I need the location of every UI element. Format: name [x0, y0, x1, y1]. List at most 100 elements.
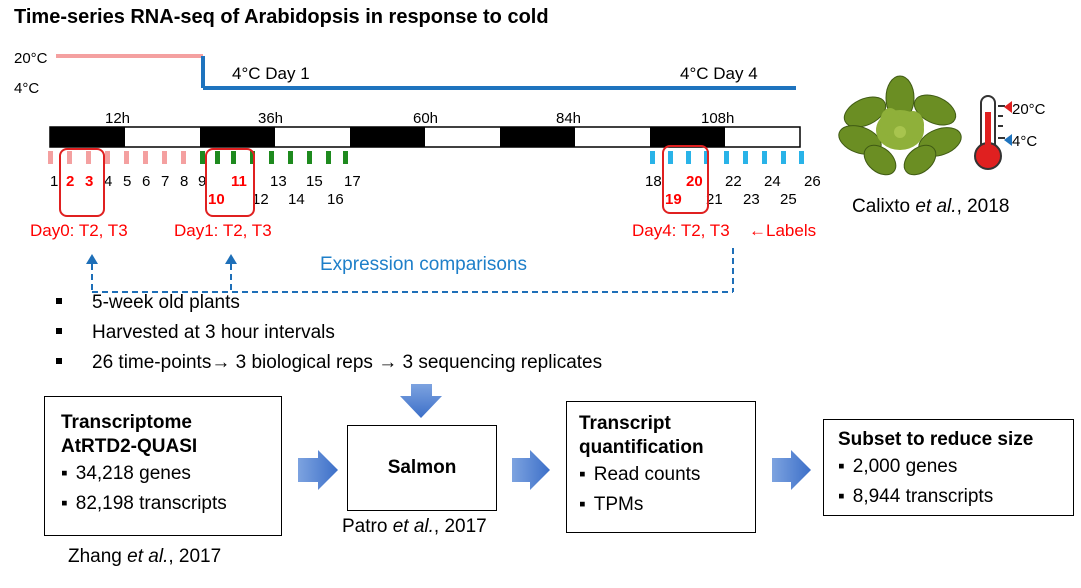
light-dark-bar	[49, 126, 801, 148]
subset-box: Subset to reduce size 2,000 genes 8,944 …	[823, 419, 1074, 516]
light-period	[575, 127, 650, 147]
bullet-item: 5-week old plants	[56, 292, 240, 314]
timepoint-number: 12	[252, 191, 269, 208]
arrow-up-icon	[86, 254, 98, 264]
light-period	[425, 127, 500, 147]
bullet-item: 26 time-points→ 3 biological reps → 3 se…	[56, 352, 602, 374]
transcriptome-subheading: AtRTD2-QUASI	[61, 436, 198, 457]
timepoint-number: 4	[104, 173, 113, 190]
citation-etal: et al.	[127, 546, 169, 567]
timepoint-number: 18	[645, 173, 662, 190]
diagram-title: Time-series RNA-seq of Arabidopsis in re…	[14, 6, 549, 28]
timepoint-number: 7	[161, 173, 170, 190]
transcriptome-transcripts: 82,198 transcripts	[61, 489, 281, 519]
warm-temp-label: 20°C	[14, 50, 48, 67]
dark-period	[350, 127, 425, 147]
quantification-read-counts: Read counts	[579, 460, 755, 490]
timepoint-number-selected: 2	[66, 173, 75, 190]
hour-label: 12h	[105, 110, 131, 127]
timepoint-number: 5	[123, 173, 132, 190]
day1-cold-label: 4°C Day 1	[232, 64, 310, 83]
day0-label: Day0: T2, T3	[30, 221, 128, 240]
salmon-heading: Salmon	[387, 457, 457, 478]
bullet-text: 5-week old plants	[92, 292, 240, 313]
bullet-text: Harvested at 3 hour intervals	[92, 322, 335, 343]
timepoint-number: 15	[306, 173, 323, 190]
timepoint-number: 6	[142, 173, 151, 190]
timepoint-number: 1	[50, 173, 59, 190]
quantification-subheading: quantification	[579, 437, 704, 458]
timepoint-number: 14	[288, 191, 305, 208]
cold-temp-label: 4°C	[14, 80, 40, 97]
quantification-heading: Transcript	[579, 413, 671, 434]
dark-period	[650, 127, 725, 147]
zhang-citation: Zhang et al., 2017	[68, 546, 221, 568]
day1-ticks	[200, 151, 348, 164]
arabidopsis-plant-icon	[838, 75, 962, 176]
timepoint-number: 17	[344, 173, 361, 190]
timepoint-number-selected: 3	[85, 173, 94, 190]
timepoint-number-selected: 19	[665, 191, 682, 208]
arrow-right-icon	[298, 450, 338, 490]
subset-transcripts: 8,944 transcripts	[838, 482, 1073, 512]
day1-label: Day1: T2, T3	[174, 221, 272, 240]
citation-year: , 2017	[433, 516, 487, 537]
transcriptome-heading: Transcriptome	[61, 412, 192, 433]
subset-heading: Subset to reduce size	[838, 429, 1034, 450]
day1-selection-box	[205, 148, 255, 217]
salmon-box: Salmon	[347, 425, 497, 511]
pipeline-arrows	[298, 384, 811, 490]
day0-selection-box	[59, 148, 105, 217]
citation-author: Zhang	[68, 546, 128, 567]
thermometer-low-label: 4°C	[1012, 133, 1038, 150]
quantification-tpms: TPMs	[579, 490, 755, 520]
citation-etal: et al.	[915, 196, 957, 217]
subset-genes: 2,000 genes	[838, 452, 1073, 482]
temperature-profile-lines	[56, 54, 796, 90]
timepoint-number: 22	[725, 173, 742, 190]
transcriptome-box: Transcriptome AtRTD2-QUASI 34,218 genes …	[44, 396, 282, 536]
light-period	[275, 127, 350, 147]
thermometer-icon	[974, 95, 1012, 170]
citation-author: Patro	[342, 516, 393, 537]
low-temp-marker-icon	[1004, 134, 1012, 146]
dark-period	[200, 127, 275, 147]
citation-year: , 2018	[956, 196, 1010, 217]
day4-cold-label: 4°C Day 4	[680, 64, 758, 83]
bullet-text: 26 time-points→ 3 biological reps → 3 se…	[92, 352, 603, 373]
timepoint-number: 25	[780, 191, 797, 208]
hour-label: 108h	[701, 110, 735, 127]
light-period	[125, 127, 200, 147]
thermometer-high-label: 20°C	[1012, 101, 1046, 118]
timepoint-number: 21	[706, 191, 723, 208]
high-temp-marker-icon	[1004, 101, 1012, 113]
timepoint-number: 23	[743, 191, 760, 208]
light-period	[725, 127, 800, 147]
bar-outline	[49, 126, 801, 148]
timepoint-number: 8	[180, 173, 189, 190]
citation-author: Calixto	[852, 196, 911, 217]
patro-citation: Patro et al., 2017	[342, 516, 487, 538]
timepoint-number-selected: 20	[686, 173, 703, 190]
bullet-item: Harvested at 3 hour intervals	[56, 322, 335, 344]
transcriptome-genes: 34,218 genes	[61, 459, 281, 489]
timepoint-number: 13	[270, 173, 287, 190]
timepoint-number: 16	[327, 191, 344, 208]
timepoint-number-selected: 11	[231, 173, 247, 190]
arrow-right-icon	[772, 450, 811, 490]
comparison-connector	[91, 248, 734, 293]
sampling-ticks	[48, 151, 804, 164]
arrow-right-icon	[512, 450, 550, 490]
quantification-box: Transcript quantification Read counts TP…	[566, 401, 756, 533]
day4-selection-box	[662, 145, 709, 214]
timepoint-number: 9	[198, 173, 207, 190]
hour-label: 84h	[556, 110, 582, 127]
calixto-citation: Calixto et al., 2018	[852, 196, 1009, 218]
arrow-down-icon	[400, 384, 442, 418]
dark-period	[50, 127, 125, 147]
day4-label: Day4: T2, T3	[632, 221, 730, 240]
expression-comparisons-label: Expression comparisons	[320, 254, 527, 275]
labels-annotation: ←Labels	[749, 221, 817, 240]
experiment-bullet-list: 5-week old plants Harvested at 3 hour in…	[56, 290, 756, 380]
